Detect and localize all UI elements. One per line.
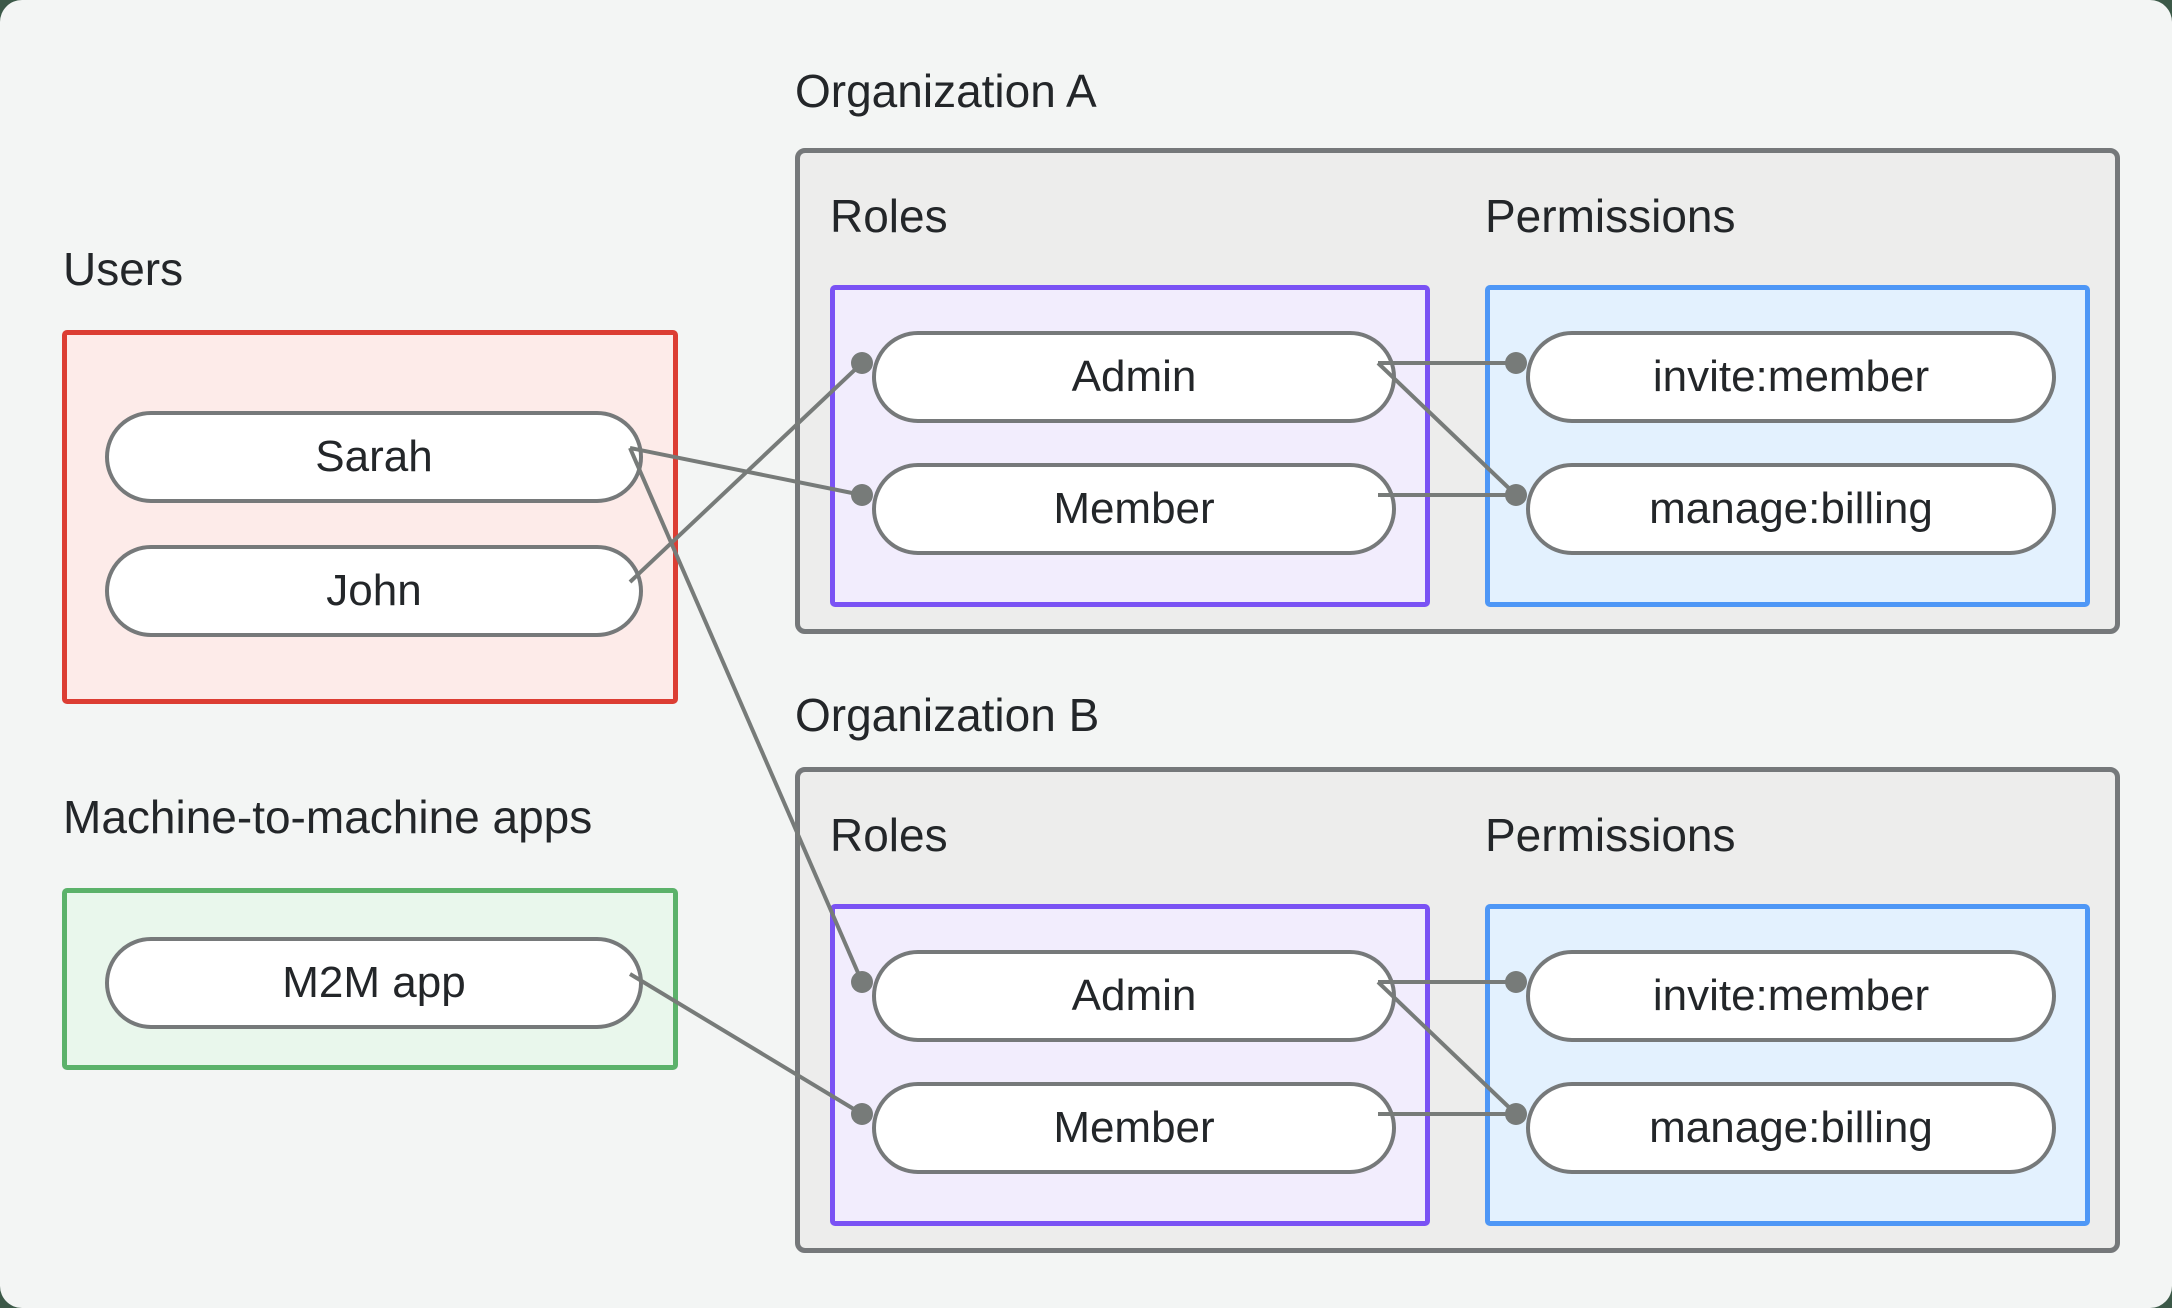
org-b-permissions-label: Permissions: [1485, 809, 1736, 861]
org-b-roles-label: Roles: [830, 809, 948, 861]
org-b-role-member-pill: Member: [872, 1082, 1396, 1174]
org-a-permission-invite-pill: invite:member: [1526, 331, 2056, 423]
m2m-app-pill-label: M2M app: [282, 958, 466, 1007]
org-a-roles-label: Roles: [830, 190, 948, 242]
user-pill-sarah: Sarah: [105, 411, 643, 503]
org-b-permissions-box: invite:member manage:billing: [1485, 904, 2090, 1226]
org-a-permission-billing-label: manage:billing: [1649, 484, 1933, 533]
org-b-box: Roles Admin Member Permissions invite:me…: [795, 767, 2120, 1253]
org-b-role-admin-pill: Admin: [872, 950, 1396, 1042]
m2m-app-pill: M2M app: [105, 937, 643, 1029]
org-a-title: Organization A: [795, 65, 1097, 117]
org-b-permission-invite-pill: invite:member: [1526, 950, 2056, 1042]
org-a-box: Roles Admin Member Permissions invite:me…: [795, 148, 2120, 634]
org-a-permission-billing-pill: manage:billing: [1526, 463, 2056, 555]
user-pill-john: John: [105, 545, 643, 637]
org-b-permission-billing-pill: manage:billing: [1526, 1082, 2056, 1174]
user-pill-john-label: John: [326, 566, 422, 615]
org-a-role-admin-label: Admin: [1071, 352, 1197, 401]
org-b-role-admin-label: Admin: [1071, 971, 1197, 1020]
org-a-permissions-box: invite:member manage:billing: [1485, 285, 2090, 607]
org-a-roles-box: Admin Member: [830, 285, 1430, 607]
org-b-title: Organization B: [795, 689, 1100, 741]
m2m-section-label: Machine-to-machine apps: [63, 791, 593, 843]
org-a-role-admin-pill: Admin: [872, 331, 1396, 423]
org-b-permission-invite-label: invite:member: [1652, 971, 1930, 1020]
org-b-permission-billing-label: manage:billing: [1649, 1103, 1933, 1152]
org-a-permissions-label: Permissions: [1485, 190, 1736, 242]
user-pill-sarah-label: Sarah: [315, 432, 433, 481]
org-a-role-member-label: Member: [1053, 484, 1215, 533]
org-b-role-member-label: Member: [1053, 1103, 1215, 1152]
users-box: Sarah John: [62, 330, 678, 704]
users-section-label: Users: [63, 243, 184, 295]
org-a-role-member-pill: Member: [872, 463, 1396, 555]
org-a-permission-invite-label: invite:member: [1652, 352, 1930, 401]
m2m-box: M2M app: [62, 888, 678, 1070]
org-b-roles-box: Admin Member: [830, 904, 1430, 1226]
